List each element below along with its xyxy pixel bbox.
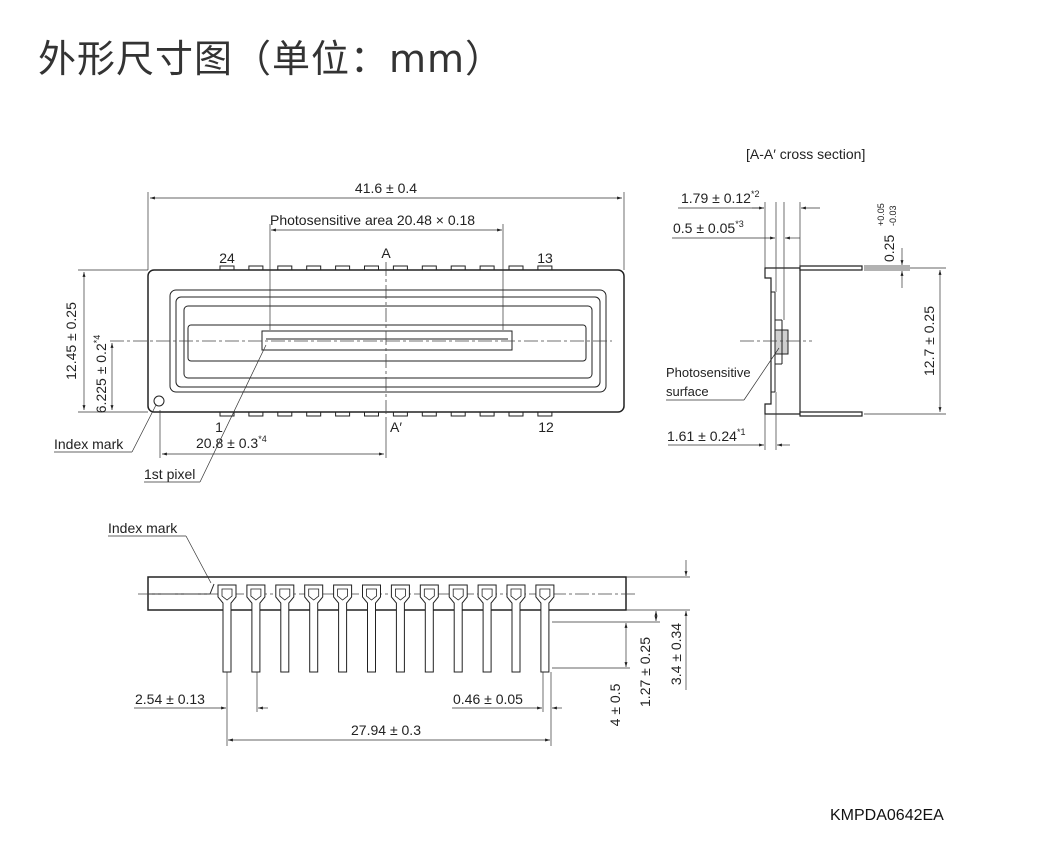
side-index-mark-label: Index mark [108,520,178,536]
lead-thickness-label: 0.25 [881,235,897,262]
side-lead [304,584,324,673]
pitch-label: 2.54 ± 0.13 [135,691,205,707]
side-lead [390,584,410,673]
pin-1-label: 1 [215,419,223,435]
photosensitive-surface-label-1: Photosensitive [666,365,751,380]
side-lead-bend [366,588,377,601]
top-thickness-label: 1.79 ± 0.12*2 [681,189,759,206]
side-lead-bend [337,588,348,601]
lead-length-label: 4 ± 0.5 [607,683,623,726]
standoff-label: 1.27 ± 0.25 [637,637,653,707]
top-view: 41.6 ± 0.4 Photosensitive area 20.48 × 0… [54,180,625,483]
side-lead-bend [539,588,551,601]
lead-thickness-tol-plus: +0.05 [876,203,886,226]
center-offset-label: 6.225 ± 0.2*4 [92,335,109,413]
side-lead [333,584,353,673]
photosensitive-area-label: Photosensitive area 20.48 × 0.18 [270,212,475,228]
side-lead-row [217,584,555,673]
lead-width-label: 0.46 ± 0.05 [453,691,523,707]
side-lead [419,584,439,673]
width-label: 12.7 ± 0.25 [921,306,937,376]
body-height-label: 3.4 ± 0.34 [668,623,684,685]
side-lead [275,584,295,673]
height-label: 12.45 ± 0.25 [63,302,79,380]
index-mark-dot [153,395,165,407]
cross-section-heading: [A-A′ cross section] [746,146,865,162]
sensor-chip [187,324,587,362]
side-lead-bend [423,588,435,601]
page-title: 外形尺寸图（单位：mm） [38,37,505,81]
section-mark-a-prime: A′ [390,419,402,435]
cross-section-view: [A-A′ cross section] 1.79 ± 0.12*2 0.5 ±… [666,146,946,450]
overall-length-label: 41.6 ± 0.4 [355,180,417,196]
bottom-pin-row [219,411,553,417]
side-lead [217,584,237,673]
document-code: KMPDA0642EA [830,807,944,824]
side-lead [448,584,468,673]
pin-12-label: 12 [538,419,554,435]
side-lead [477,584,497,673]
side-lead [506,584,526,673]
side-lead-bend [279,588,291,601]
window-frame-middle [175,296,601,388]
pin-13-label: 13 [537,250,553,266]
side-lead-bend [481,588,493,601]
section-mark-a: A [381,245,391,261]
side-lead-bend [452,588,464,601]
first-pixel-distance-label: 20.8 ± 0.3*4 [196,434,267,451]
side-view: Index mark 3.4 ± 0.34 1.27 ± 0.25 4 ± 0.… [108,520,690,746]
side-lead-bend [221,588,233,601]
window-dimension-label: 0.5 ± 0.05*3 [673,219,744,236]
lead-thickness-tol-minus: -0.03 [888,205,898,226]
side-lead-bend [308,588,320,601]
photosensitive-surface-label-2: surface [666,384,709,399]
surface-depth-label: 1.61 ± 0.24*1 [667,427,745,444]
pin-span-label: 27.94 ± 0.3 [351,722,421,738]
side-lead [362,584,381,673]
first-pixel-label: 1st pixel [144,466,195,482]
side-lead-bend [510,588,522,601]
side-lead-bend [395,588,406,601]
side-lead-bend [250,588,262,601]
side-lead [246,584,266,673]
index-mark-label: Index mark [54,436,124,452]
pin-24-label: 24 [219,250,235,266]
side-lead [535,584,555,673]
window-frame-inner [183,305,593,379]
